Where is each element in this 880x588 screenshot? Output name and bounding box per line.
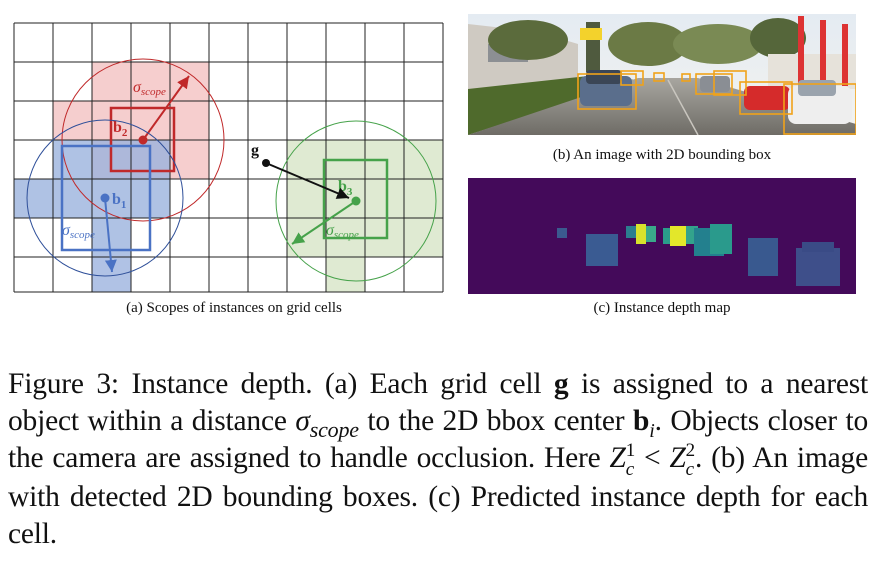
b1-label: b1 bbox=[112, 191, 126, 211]
caption-c: (c) Instance depth map bbox=[593, 300, 731, 316]
b3-label: b3 bbox=[338, 178, 353, 198]
blue-bbox bbox=[60, 144, 152, 252]
grid-lines bbox=[13, 22, 444, 293]
detected-bboxes bbox=[577, 70, 856, 135]
red-bbox bbox=[109, 106, 176, 173]
caption-b: (b) An image with 2D bounding box bbox=[552, 147, 772, 163]
green-scope-circle bbox=[275, 120, 437, 282]
depth-map bbox=[468, 178, 856, 294]
red-scope-circle bbox=[61, 58, 225, 222]
g-to-b3-arrow bbox=[265, 162, 350, 199]
blue-scope-arrow bbox=[104, 197, 117, 273]
green-bbox bbox=[322, 158, 389, 240]
blue-sigma-label: σscope bbox=[62, 222, 95, 241]
figure-3: σscope b2 b1 σscope b3 σscope g (a) Scop… bbox=[13, 14, 856, 316]
figure-caption: Figure 3: Instance depth. (a) Each grid … bbox=[8, 368, 868, 551]
b2-label: b2 bbox=[113, 119, 128, 139]
street-image bbox=[468, 14, 856, 135]
caption-a: (a) Scopes of instances on grid cells bbox=[126, 300, 342, 316]
grid-scope-diagram: σscope b2 b1 σscope b3 σscope g bbox=[13, 22, 444, 293]
green-scope-arrow bbox=[291, 200, 357, 245]
g-label: g bbox=[251, 142, 259, 159]
blue-scope-circle bbox=[26, 119, 184, 277]
red-scope-arrow bbox=[142, 75, 190, 141]
red-sigma-label: σscope bbox=[133, 79, 166, 98]
green-sigma-label: σscope bbox=[326, 222, 359, 241]
